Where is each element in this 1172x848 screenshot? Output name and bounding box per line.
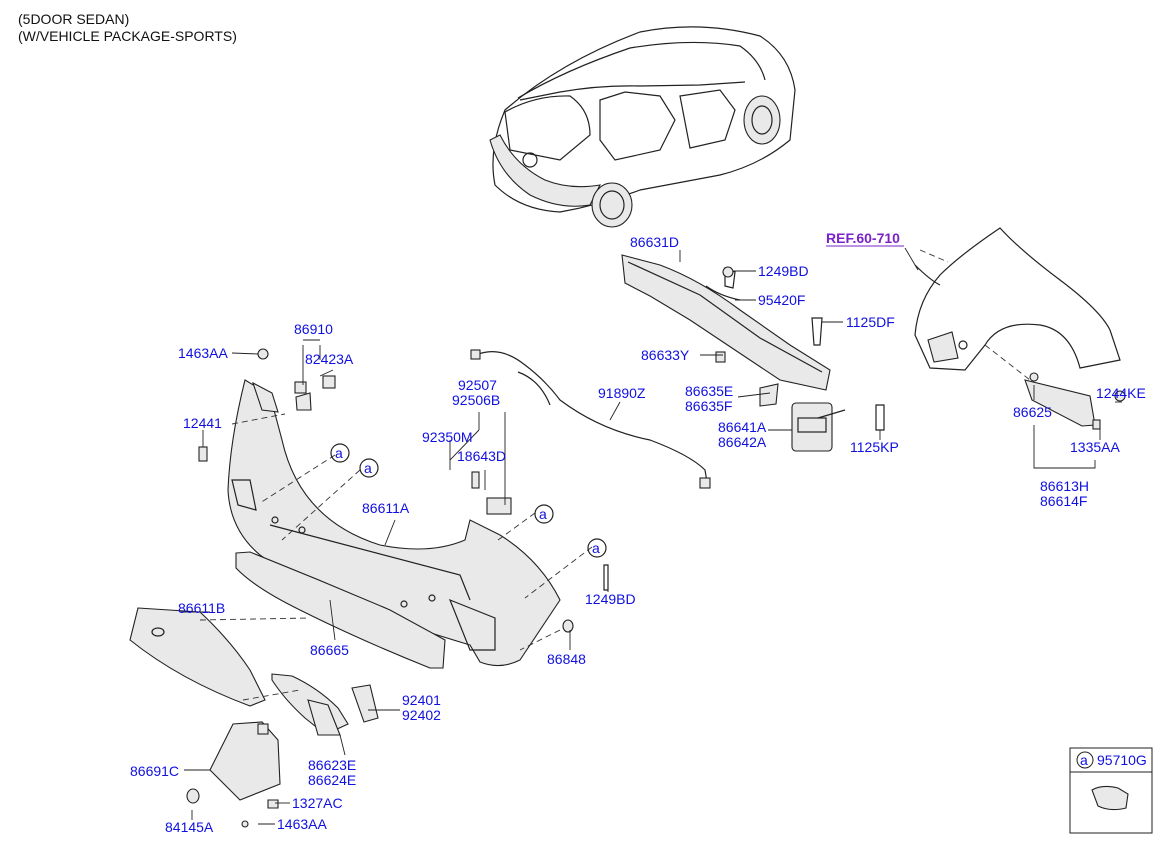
lower-bezels xyxy=(271,673,379,736)
label-91890Z: 91890Z xyxy=(598,385,646,401)
parking-sensor-illustration xyxy=(1091,785,1129,811)
lower-bumper-diffuser xyxy=(235,551,446,669)
label-1244KE: 1244KE xyxy=(1096,385,1146,401)
rear-bumper-cover xyxy=(227,379,561,667)
label-86691C: 86691C xyxy=(130,763,179,779)
legend-box xyxy=(1069,747,1153,834)
label-86613H: 86613H xyxy=(1040,478,1089,494)
label-12441: 12441 xyxy=(183,415,222,431)
label-92507: 92507 xyxy=(458,377,497,393)
label-86633Y: 86633Y xyxy=(641,347,690,363)
label-95420F: 95420F xyxy=(758,292,805,308)
label-1249BD-bot: 1249BD xyxy=(585,591,636,607)
label-86848: 86848 xyxy=(547,651,586,667)
label-1249BD-top: 1249BD xyxy=(758,263,809,279)
label-86635E: 86635E xyxy=(685,383,733,399)
legend-letter: a xyxy=(1080,752,1088,768)
label-86635F: 86635F xyxy=(685,398,732,414)
rear-bumper-beam xyxy=(621,254,885,452)
label-1463AA-bot: 1463AA xyxy=(277,816,327,832)
label-1125KP: 1125KP xyxy=(850,439,899,455)
label-92506B: 92506B xyxy=(452,392,500,408)
wiring-harness xyxy=(470,349,711,489)
label-86611B: 86611B xyxy=(178,600,225,616)
callout-letter-2: a xyxy=(364,460,372,476)
under-cover-bracket xyxy=(186,721,281,809)
callout-letter-1: a xyxy=(335,445,343,461)
ref-label: REF.60-710 xyxy=(826,230,900,246)
label-86614F: 86614F xyxy=(1040,493,1087,509)
leader-lines xyxy=(180,247,1122,825)
label-18643D: 18643D xyxy=(457,448,506,464)
label-82423A: 82423A xyxy=(305,351,354,367)
label-1125DF: 1125DF xyxy=(846,314,895,330)
label-86641A: 86641A xyxy=(718,419,767,435)
header-line-2: (W/VEHICLE PACKAGE-SPORTS) xyxy=(18,28,237,44)
callout-a-markers xyxy=(330,443,607,558)
rear-body-quarter-panel xyxy=(914,227,1121,371)
vehicle-overview-illustration xyxy=(489,26,796,228)
label-92401: 92401 xyxy=(402,692,441,708)
label-92350M: 92350M xyxy=(422,429,473,445)
label-86625: 86625 xyxy=(1013,404,1052,420)
callout-letter-3: a xyxy=(539,506,547,522)
label-86642A: 86642A xyxy=(718,434,767,450)
label-1327AC: 1327AC xyxy=(292,795,343,811)
label-92402: 92402 xyxy=(402,707,441,723)
alignment-lines xyxy=(199,249,1031,701)
label-1335AA: 1335AA xyxy=(1070,439,1120,455)
label-86611A: 86611A xyxy=(362,500,410,516)
label-84145A: 84145A xyxy=(165,819,214,835)
label-86665: 86665 xyxy=(310,642,349,658)
label-86623E: 86623E xyxy=(308,757,356,773)
label-86910: 86910 xyxy=(294,321,333,337)
legend-part-number: 95710G xyxy=(1097,752,1147,768)
rear-garnish-plate xyxy=(129,607,266,707)
header-line-1: (5DOOR SEDAN) xyxy=(18,11,130,27)
callout-letter-4: a xyxy=(592,540,600,556)
label-86624E: 86624E xyxy=(308,772,356,788)
label-86631D: 86631D xyxy=(630,234,679,250)
label-1463AA-top: 1463AA xyxy=(178,345,228,361)
